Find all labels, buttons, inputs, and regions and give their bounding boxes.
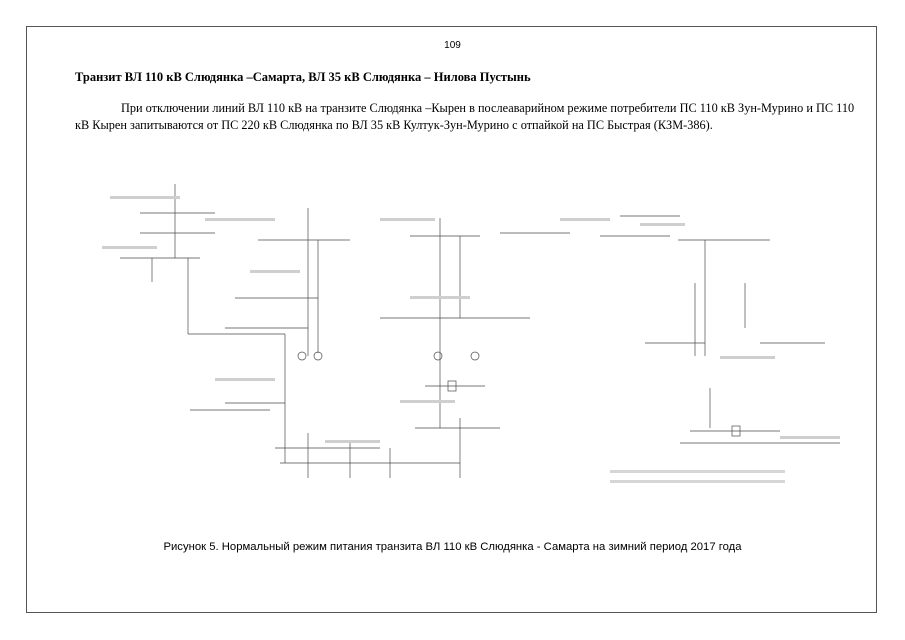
diagram-label-smudge: [720, 356, 775, 359]
diagram-label-smudge: [110, 196, 180, 199]
transformer-symbol: [297, 351, 307, 361]
diagram-label-smudge: [780, 436, 840, 439]
diagram-label-smudge: [250, 270, 300, 273]
figure-caption: Рисунок 5. Нормальный режим питания тран…: [163, 541, 742, 553]
diagram-legend-smudge: [610, 470, 785, 473]
diagram-label-smudge: [380, 218, 435, 221]
diagram-label-smudge: [205, 218, 275, 221]
section-heading: Транзит ВЛ 110 кВ Слюдянка –Самарта, ВЛ …: [75, 70, 531, 84]
diagram-label-smudge: [400, 400, 455, 403]
schematic-diagram-drawing: [102, 184, 840, 483]
transformer-symbol: [470, 351, 480, 361]
diagram-legend-smudge: [610, 480, 785, 483]
diagram-label-smudge: [410, 296, 470, 299]
page-number: 109: [444, 40, 461, 51]
schematic-diagram: [80, 178, 870, 518]
diagram-label-smudge: [325, 440, 380, 443]
transformer-symbol: [433, 351, 443, 361]
diagram-label-smudge: [102, 246, 157, 249]
page-border: [26, 26, 877, 613]
body-paragraph: При отключении линий ВЛ 110 кВ на транзи…: [75, 101, 855, 132]
transformer-symbol: [313, 351, 323, 361]
diagram-label-smudge: [560, 218, 610, 221]
diagram-label-smudge: [640, 223, 685, 226]
diagram-label-smudge: [215, 378, 275, 381]
